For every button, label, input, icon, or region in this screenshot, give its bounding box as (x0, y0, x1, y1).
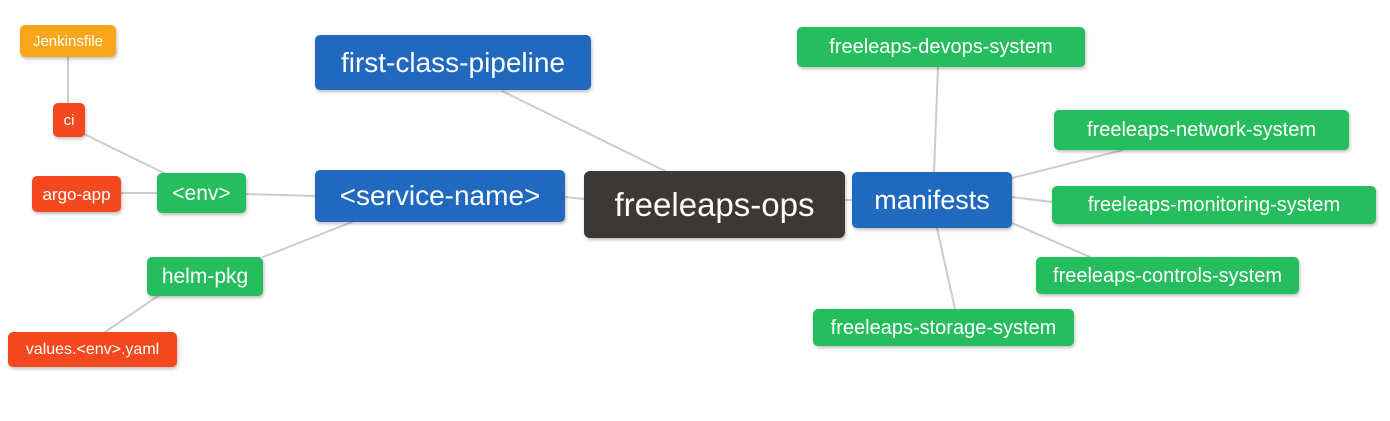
node-jenkinsfile[interactable]: Jenkinsfile (20, 25, 116, 57)
edge-ci-env (83, 133, 169, 176)
node-service-name[interactable]: <service-name> (315, 170, 565, 222)
node-helm-pkg[interactable]: helm-pkg (147, 257, 263, 296)
edge-manifests-freeleaps-storage-system (936, 227, 956, 310)
edge-manifests-freeleaps-controls-system (1011, 222, 1091, 258)
edge-env-service-name (245, 193, 316, 197)
node-freeleaps-monitoring-system[interactable]: freeleaps-monitoring-system (1052, 186, 1376, 224)
node-first-class-pipeline[interactable]: first-class-pipeline (315, 35, 591, 90)
edge-service-name-helm-pkg (262, 221, 353, 258)
node-env[interactable]: <env> (157, 173, 246, 213)
edge-service-name-freeleaps-ops (564, 196, 585, 200)
edge-helm-pkg-values-env-yaml (104, 295, 159, 333)
edge-manifests-freeleaps-devops-system (933, 66, 939, 173)
node-freeleaps-devops-system[interactable]: freeleaps-devops-system (797, 27, 1085, 67)
node-freeleaps-network-system[interactable]: freeleaps-network-system (1054, 110, 1349, 150)
node-ci[interactable]: ci (53, 103, 85, 137)
node-values-env-yaml[interactable]: values.<env>.yaml (8, 332, 177, 367)
edge-manifests-freeleaps-monitoring-system (1011, 196, 1053, 203)
node-freeleaps-ops[interactable]: freeleaps-ops (584, 171, 845, 238)
node-freeleaps-storage-system[interactable]: freeleaps-storage-system (813, 309, 1074, 346)
edge-first-class-pipeline-freeleaps-ops (501, 90, 666, 172)
node-manifests[interactable]: manifests (852, 172, 1012, 228)
node-freeleaps-controls-system[interactable]: freeleaps-controls-system (1036, 257, 1299, 294)
edge-manifests-freeleaps-network-system (1011, 149, 1124, 179)
node-argo-app[interactable]: argo-app (32, 176, 121, 212)
